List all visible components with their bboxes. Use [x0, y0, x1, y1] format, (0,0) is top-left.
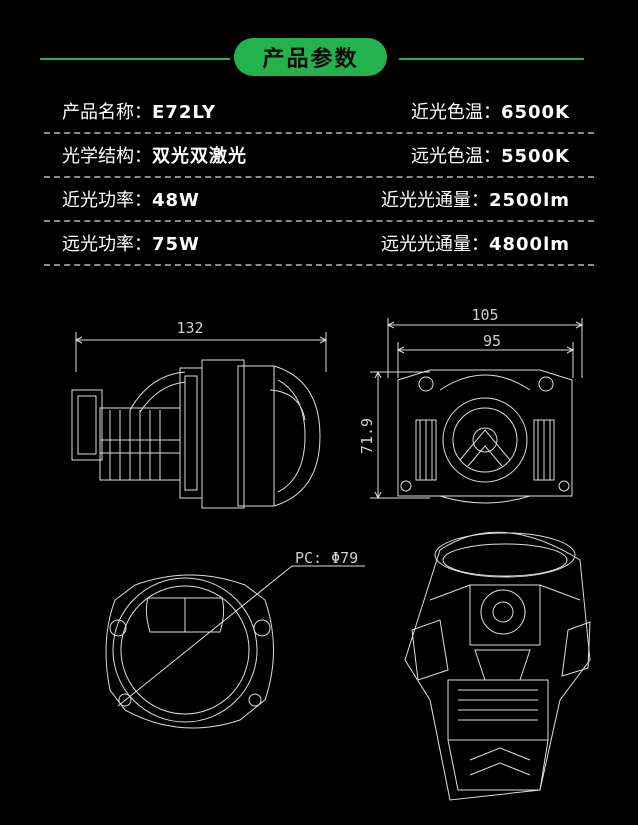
spec-row: 近光功率：48W 近光光通量：2500lm — [44, 178, 594, 222]
spec-left: 产品名称：E72LY — [62, 98, 216, 124]
spec-row: 远光功率：75W 远光光通量：4800lm — [44, 222, 594, 266]
spec-value: E72LY — [152, 102, 217, 123]
spec-label: 近光功率： — [62, 190, 152, 211]
spec-value: 4800lm — [488, 234, 570, 255]
spec-value: 75W — [152, 234, 200, 255]
header-line-left — [40, 58, 230, 60]
dim-lens-diameter: PC: Φ79 — [295, 549, 358, 567]
section-header: 产品参数 — [0, 38, 638, 78]
dim-front-width-outer: 105 — [471, 306, 498, 324]
dashed-divider — [44, 176, 594, 178]
spec-label: 产品名称： — [62, 102, 152, 123]
spec-left: 远光功率：75W — [62, 230, 200, 256]
spec-right: 近光光通量：2500lm — [381, 186, 570, 212]
dashed-divider — [44, 220, 594, 222]
spec-right: 近光色温：6500K — [411, 98, 570, 124]
spec-value: 2500lm — [488, 190, 570, 211]
spec-value: 48W — [152, 190, 200, 211]
spec-row: 产品名称：E72LY 近光色温：6500K — [44, 90, 594, 134]
spec-label: 光学结构： — [62, 146, 152, 167]
spec-right: 远光光通量：4800lm — [381, 230, 570, 256]
spec-label: 近光色温： — [410, 102, 501, 123]
dim-side-length: 132 — [176, 319, 203, 337]
spec-value: 双光双激光 — [152, 146, 247, 167]
section-title: 产品参数 — [234, 38, 387, 76]
spec-value: 5500K — [500, 146, 570, 167]
spec-left: 光学结构：双光双激光 — [62, 142, 247, 168]
dashed-divider — [44, 264, 594, 266]
spec-right: 远光色温：5500K — [411, 142, 570, 168]
spec-label: 远光光通量： — [380, 234, 489, 255]
spec-label: 近光光通量： — [380, 190, 489, 211]
dashed-divider — [44, 132, 594, 134]
spec-label: 远光功率： — [62, 234, 152, 255]
spec-label: 远光色温： — [410, 146, 501, 167]
spec-left: 近光功率：48W — [62, 186, 200, 212]
header-line-right — [399, 58, 584, 60]
dim-front-height: 71.9 — [358, 418, 376, 454]
spec-value: 6500K — [500, 102, 570, 123]
spec-row: 光学结构：双光双激光 远光色温：5500K — [44, 134, 594, 178]
dim-front-width-inner: 95 — [483, 332, 501, 350]
